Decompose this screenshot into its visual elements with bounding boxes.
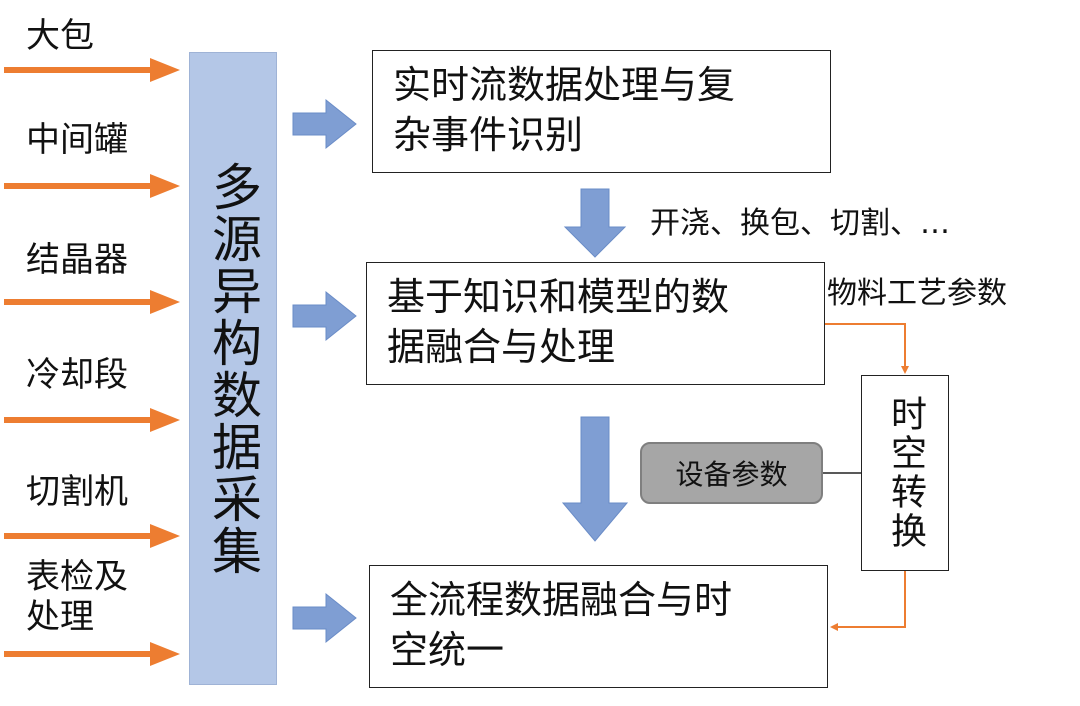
knowledge-fusion-box: 基于知识和模型的数 据融合与处理 (366, 262, 825, 385)
input-arrows (4, 58, 180, 666)
input-arrow-ladle (4, 58, 180, 82)
input-arrow-cutter (4, 524, 180, 548)
process-flow-arrows (561, 188, 629, 542)
realtime-processing-box: 实时流数据处理与复 杂事件识别 (372, 50, 831, 173)
source-label-cooling: 冷却段 (26, 355, 128, 395)
input-arrow-mold (4, 290, 180, 314)
spatiotemporal-transform-label: 时空转换 (885, 395, 926, 551)
events-label: 开浇、换包、切割、… (650, 206, 950, 241)
fusion-to-transform-arrow (825, 323, 909, 374)
material-params-label: 物料工艺参数 (827, 276, 1007, 311)
input-arrow-inspection (4, 642, 180, 666)
source-label-inspection: 表检及 处理 (26, 557, 128, 637)
data-collection-label: 多源异构数据采集 (204, 160, 262, 577)
full-process-unify-box: 全流程数据融合与时 空统一 (369, 565, 828, 688)
source-label-tundish: 中间罐 (26, 120, 128, 160)
source-label-mold: 结晶器 (26, 240, 128, 280)
source-label-cutter: 切割机 (26, 472, 128, 512)
input-arrow-cooling (4, 408, 180, 432)
arrow-to-unify (292, 592, 357, 644)
transform-to-unify-arrow (830, 571, 906, 631)
arrow-to-realtime (292, 98, 357, 150)
arrow-to-fusion (292, 290, 357, 342)
device-params-box: 设备参数 (640, 442, 823, 504)
collector-output-arrows (292, 98, 357, 644)
arrow-fusion-to-unify (561, 416, 629, 542)
spatiotemporal-transform-box: 时空转换 (861, 375, 949, 571)
source-label-ladle: 大包 (26, 16, 94, 56)
arrow-realtime-to-fusion (563, 188, 627, 258)
input-arrow-tundish (4, 174, 180, 198)
data-collection-bar: 多源异构数据采集 (189, 52, 277, 685)
